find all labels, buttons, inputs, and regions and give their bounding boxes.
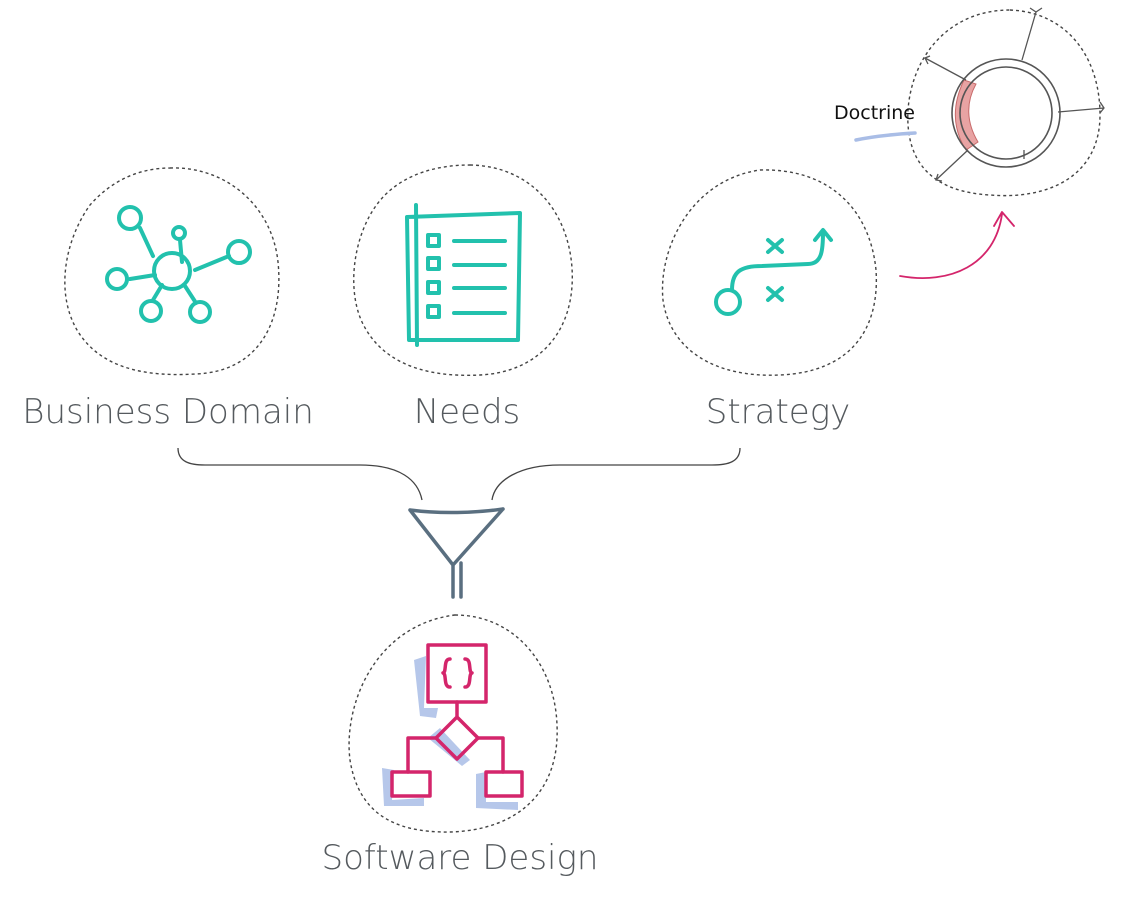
convergence-brace	[177, 447, 741, 501]
needs-node: Needs	[353, 164, 573, 432]
strategy-to-doctrine-arrow	[899, 211, 1015, 279]
strategy-play-icon	[714, 228, 833, 316]
funnel-icon	[408, 507, 505, 599]
code-flowchart-icon	[382, 643, 524, 810]
doctrine-highlight	[954, 79, 979, 151]
business-domain-label: Business Domain	[22, 392, 314, 432]
network-graph-icon	[105, 205, 252, 324]
strategy-label: Strategy	[706, 392, 851, 432]
doctrine-bubble	[907, 9, 1101, 197]
doctrine-underline	[854, 131, 917, 142]
needs-label: Needs	[414, 392, 521, 432]
software-design-node: Software Design	[322, 614, 599, 878]
business-domain-node: Business Domain	[22, 167, 314, 432]
needs-bubble	[353, 164, 573, 377]
strategy-node: Strategy	[661, 169, 878, 432]
doctrine-node: Doctrine	[834, 7, 1105, 197]
business-domain-bubble	[64, 167, 280, 376]
doctrine-label: Doctrine	[834, 102, 915, 124]
checklist-icon	[405, 203, 522, 347]
software-design-bubble	[348, 614, 558, 833]
software-design-label: Software Design	[322, 838, 599, 878]
wardley-rings-icon	[924, 7, 1105, 182]
strategy-bubble	[661, 169, 878, 376]
